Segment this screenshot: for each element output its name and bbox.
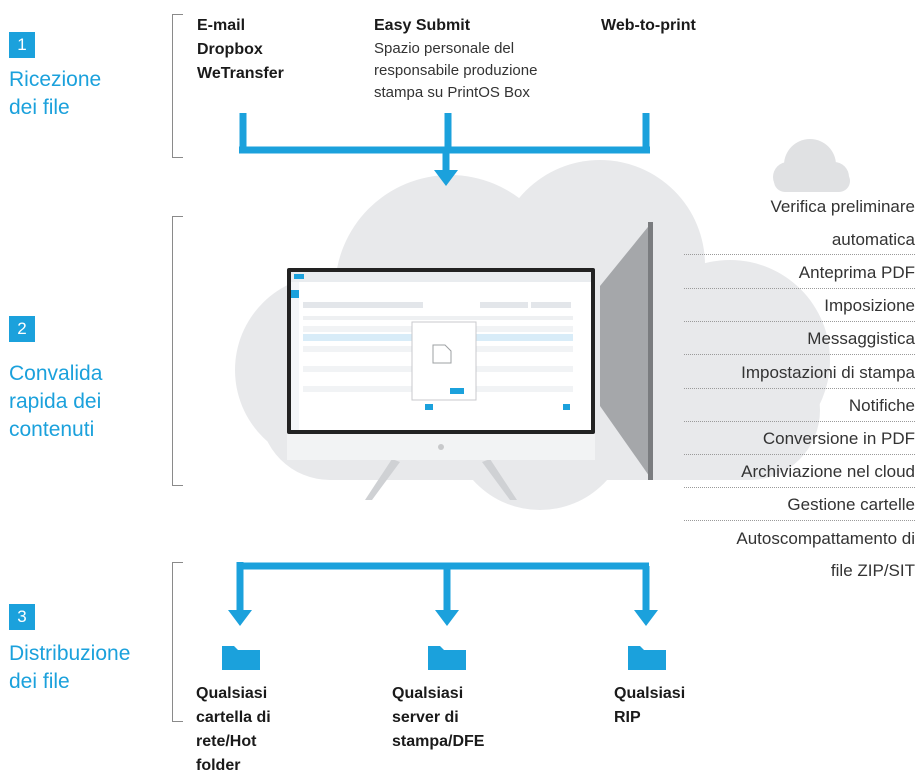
feature-9: Gestione cartelle [787,495,915,514]
stage-3-label: Distribuzione dei file [9,640,130,696]
destination-1-line1: Qualsiasi [196,685,268,702]
destination-2-line1: Qualsiasi [392,685,464,702]
down-arrow-icon [228,610,252,626]
feature-divider [684,321,915,322]
destination-2-line2: server di [392,709,459,726]
feature-10: Autoscompattamento di [736,529,915,548]
feature-10-cont: file ZIP/SIT [830,561,915,580]
folder-icon [428,646,466,670]
feature-divider [684,421,915,422]
stage-2-label: Convalida rapida dei contenuti [9,360,102,444]
source-easy-submit: Easy Submit [374,17,471,34]
feature-5: Impostazioni di stampa [741,363,915,382]
feature-divider [684,254,915,255]
feature-1-cont: automatica [831,230,915,249]
stage-1-label-line2: dei file [9,96,70,119]
destination-network-folder: Qualsiasi cartella di rete/Hot folder [196,682,271,778]
source-wetransfer: WeTransfer [197,65,284,82]
stage-3-label-line1: Distribuzione [9,642,131,665]
feature-divider [684,388,915,389]
down-arrow-icon [634,610,658,626]
down-arrow-icon [435,610,459,626]
down-arrow-icon [434,170,458,186]
destination-1-line2: cartella di [196,709,271,726]
features-panel [600,222,652,480]
stage-1-bracket [172,14,183,158]
source-email-group: E-mail Dropbox WeTransfer [197,14,284,86]
stage-1-badge: 1 [9,32,35,58]
easy-submit-description-1: Spazio personale del [374,40,515,57]
destination-1-line3: rete/Hot [196,733,257,750]
easy-submit-description-3: stampa su PrintOS Box [374,84,530,101]
destination-print-server: Qualsiasi server di stampa/DFE [392,682,484,754]
feature-6: Notifiche [848,396,915,415]
feature-divider [684,354,915,355]
stage-2-bracket [172,216,183,486]
feature-divider [684,520,915,521]
distribution-arrows [236,562,650,612]
feature-3: Imposizione [824,296,915,315]
monitor-illustration [287,268,595,500]
source-web-to-print: Web-to-print [601,17,696,34]
destination-3-line1: Qualsiasi [614,685,686,702]
stage-2-label-line1: Convalida [9,362,103,385]
small-cloud-icon [773,139,850,192]
stage-3-badge: 3 [9,604,35,630]
destination-3-line2: RIP [614,709,641,726]
destination-2-line3: stampa/DFE [392,733,485,750]
feature-2: Anteprima PDF [798,263,915,282]
source-easy-submit-group: Easy Submit Spazio personale del respons… [374,14,537,104]
feature-4: Messaggistica [807,329,915,348]
folder-icon [222,646,260,670]
source-email: E-mail [197,17,246,34]
stage-3-bracket [172,562,183,722]
stage-1-label-line1: Ricezione [9,68,102,91]
stage-2-badge: 2 [9,316,35,342]
destination-1-line4: folder [196,757,241,774]
source-dropbox: Dropbox [197,41,263,58]
intake-arrows [239,113,650,172]
feature-1: Verifica preliminare [770,197,915,216]
feature-divider [684,487,915,488]
feature-divider [684,288,915,289]
easy-submit-description-2: responsabile produzione [374,62,538,79]
stage-1-label: Ricezione dei file [9,66,101,122]
stage-2-label-line2: rapida dei [9,390,102,413]
stage-2-label-line3: contenuti [9,418,95,441]
folder-icon [628,646,666,670]
feature-7: Conversione in PDF [762,429,915,448]
feature-divider [684,454,915,455]
feature-8: Archiviazione nel cloud [741,462,915,481]
destination-rip: Qualsiasi RIP [614,682,685,730]
stage-3-label-line2: dei file [9,670,70,693]
